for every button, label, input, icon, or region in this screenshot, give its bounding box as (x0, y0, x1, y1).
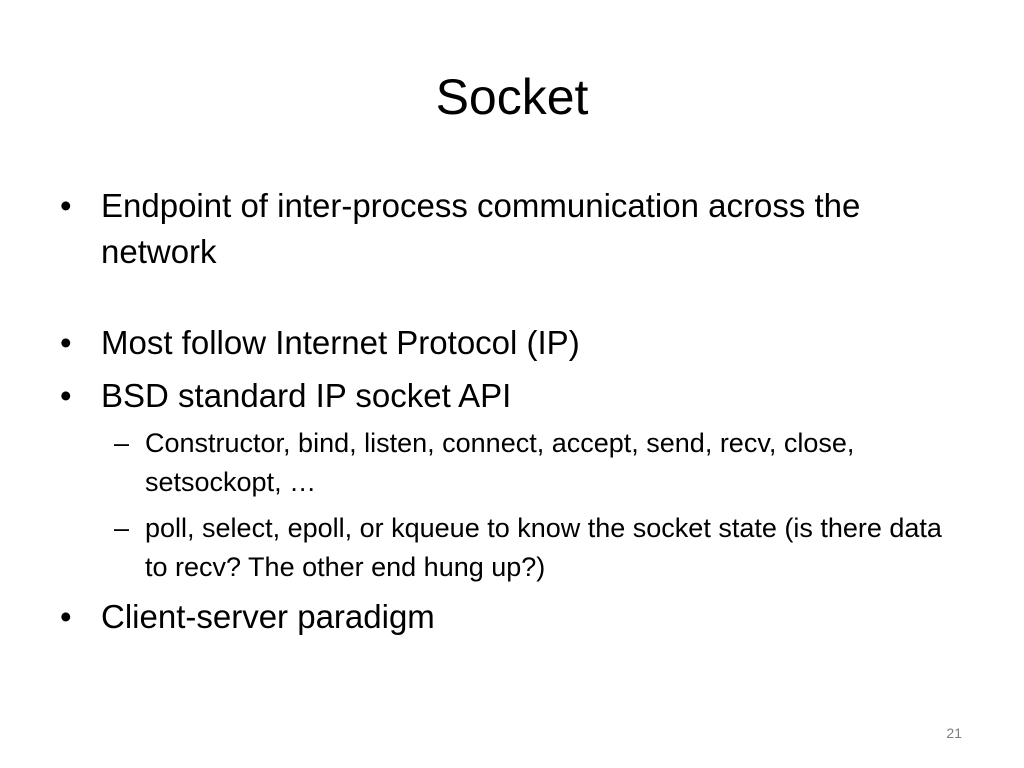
bullet-item: • Endpoint of inter-process communicatio… (60, 183, 960, 275)
sub-bullet-text: poll, select, epoll, or kqueue to know t… (145, 513, 942, 582)
slide-title: Socket (435, 69, 589, 125)
bullet-text: Client-server paradigm (101, 598, 435, 635)
bullet-text: BSD standard IP socket API (101, 377, 512, 414)
bullet-marker: • (60, 324, 72, 361)
sub-bullet-marker: – (114, 428, 130, 458)
bullet-item: • Most follow Internet Protocol (IP) (60, 320, 960, 366)
sub-bullet-text: Constructor, bind, listen, connect, acce… (145, 428, 855, 497)
bullet-item: • BSD standard IP socket API (60, 373, 960, 419)
page-number: 21 (946, 725, 962, 741)
bullet-text: Endpoint of inter-process communication … (101, 187, 861, 270)
bullet-marker: • (60, 598, 72, 635)
sub-bullet-marker: – (114, 513, 130, 543)
bullet-marker: • (60, 187, 72, 224)
bullet-text: Most follow Internet Protocol (IP) (101, 324, 580, 361)
sub-bullet-item: – Constructor, bind, listen, connect, ac… (60, 424, 960, 502)
bullet-item: • Client-server paradigm (60, 594, 960, 640)
bullet-list: • Endpoint of inter-process communicatio… (60, 183, 960, 640)
sub-bullet-item: – poll, select, epoll, or kqueue to know… (60, 509, 960, 587)
bullet-marker: • (60, 377, 72, 414)
